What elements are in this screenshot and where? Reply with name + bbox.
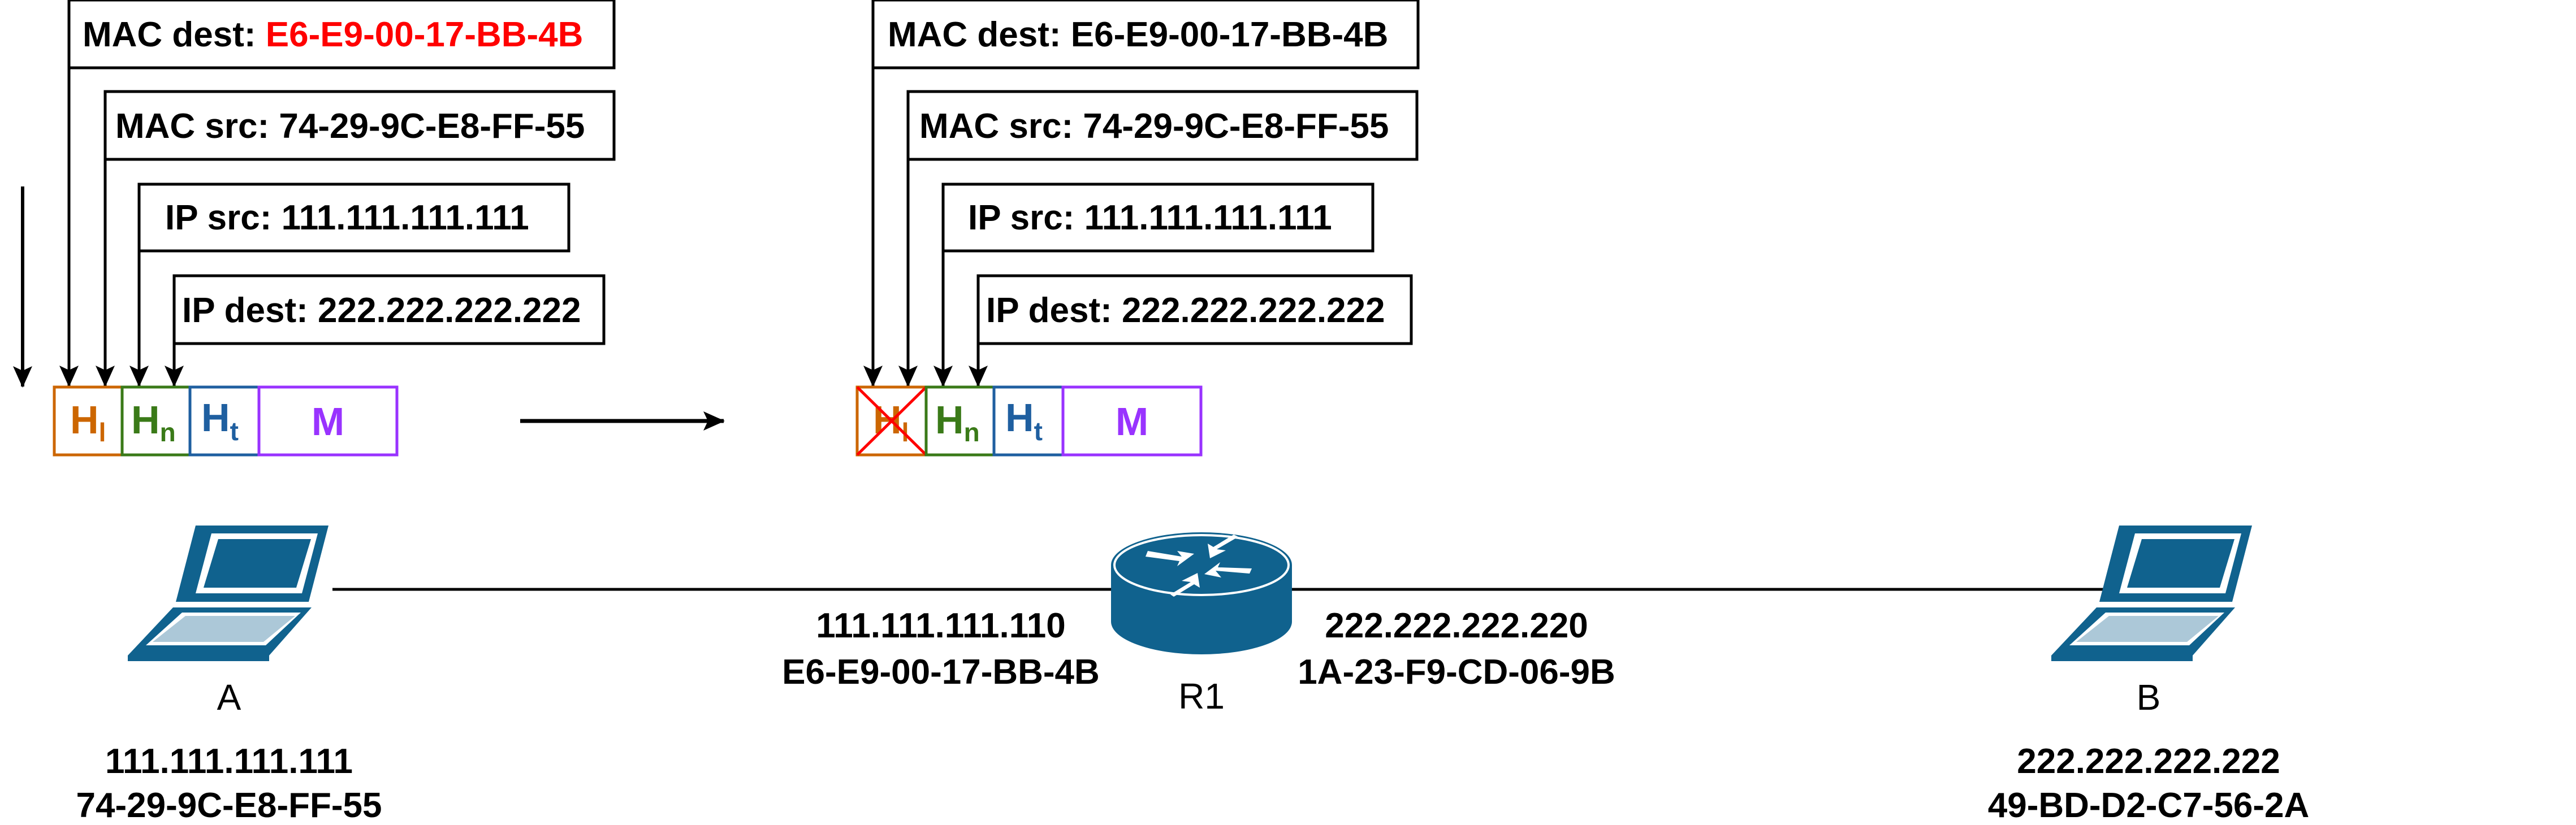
packet-after: MAC dest: E6-E9-00-17-BB-4B MAC src: 74-… xyxy=(855,0,1420,457)
ip-src-box xyxy=(941,183,1375,253)
network-header-label: Hn xyxy=(131,398,176,447)
packet-before: MAC dest: E6-E9-00-17-BB-4B MAC src: 74-… xyxy=(53,0,616,457)
router-right-ip: 222.222.222.220 xyxy=(1325,606,1588,645)
ip-src-box xyxy=(137,183,570,253)
field-message xyxy=(1061,385,1203,457)
mac-src-label: MAC src: 74-29-9C-E8-FF-55 xyxy=(115,107,585,146)
ip-dest-label: IP dest: 222.222.222.222 xyxy=(986,291,1385,330)
mac-src-box xyxy=(103,90,616,161)
strike-line-2 xyxy=(856,386,927,456)
router-left-ip: 111.111.111.110 xyxy=(816,606,1066,645)
mac-dest-label: MAC dest: E6-E9-00-17-BB-4B xyxy=(888,15,1388,54)
router-r1: R1 111.111.111.110 E6-E9-00-17-BB-4B 222… xyxy=(782,532,1615,717)
host-b-ip: 222.222.222.222 xyxy=(2017,742,2280,781)
router-name: R1 xyxy=(1178,676,1225,717)
router-icon xyxy=(1111,532,1292,654)
transport-header-label: Ht xyxy=(201,396,239,446)
field-network-header xyxy=(924,385,996,457)
ip-src-label: IP src: 111.111.111.111 xyxy=(165,198,529,237)
laptop-icon xyxy=(2051,526,2252,661)
host-a-name: A xyxy=(217,677,241,718)
mac-src-box xyxy=(906,90,1419,161)
message-label: M xyxy=(312,400,344,444)
mac-dest-box xyxy=(871,0,1420,70)
mac-dest-box xyxy=(67,0,616,70)
network-header-label: Hn xyxy=(935,398,980,447)
router-left-mac: E6-E9-00-17-BB-4B xyxy=(782,653,1100,692)
transport-header-label: Ht xyxy=(1005,396,1043,446)
ip-dest-box xyxy=(172,274,606,345)
svg-text:MAC dest: E6-E9-00-17-BB-4B: MAC dest: E6-E9-00-17-BB-4B xyxy=(83,15,583,54)
host-a-ip: 111.111.111.111 xyxy=(105,742,353,781)
ip-dest-label: IP dest: 222.222.222.222 xyxy=(182,291,581,330)
host-a: A 111.111.111.111 74-29-9C-E8-FF-55 xyxy=(76,526,382,825)
field-transport-header xyxy=(992,385,1065,457)
link-header-label: Hl xyxy=(70,398,106,447)
router-right-mac: 1A-23-F9-CD-06-9B xyxy=(1298,653,1615,692)
ip-dest-box xyxy=(976,274,1413,345)
mac-dest-value: E6-E9-00-17-BB-4B xyxy=(266,15,584,54)
laptop-icon xyxy=(128,526,329,661)
ip-src-label: IP src: 111.111.111.111 xyxy=(968,198,1332,237)
field-message xyxy=(257,385,399,457)
message-label: M xyxy=(1116,400,1148,444)
host-b-name: B xyxy=(2137,677,2161,718)
mac-dest-label: MAC dest: xyxy=(83,15,266,54)
host-b: B 222.222.222.222 49-BD-D2-C7-56-2A xyxy=(1988,526,2309,825)
field-link-header xyxy=(53,385,124,457)
mac-src-label: MAC src: 74-29-9C-E8-FF-55 xyxy=(919,107,1389,146)
host-b-mac: 49-BD-D2-C7-56-2A xyxy=(1988,786,2309,825)
host-a-mac: 74-29-9C-E8-FF-55 xyxy=(76,786,382,825)
